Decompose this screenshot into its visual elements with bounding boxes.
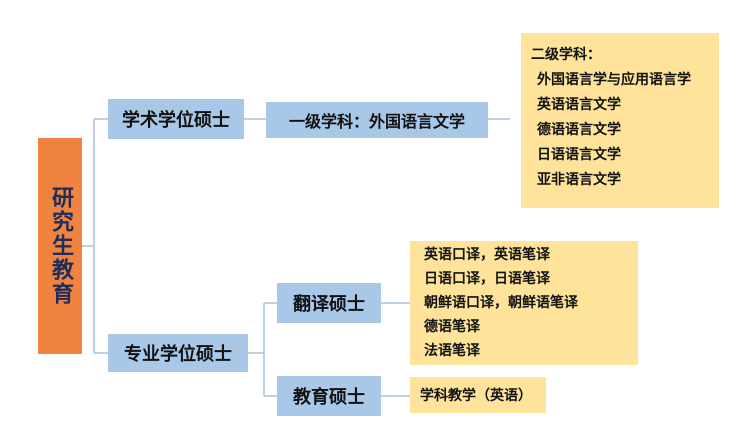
professional-degree-node: 专业学位硕士 [108, 334, 248, 372]
translation-master-node: 翻译硕士 [277, 283, 381, 323]
education-list-box: 学科教学（英语） [410, 377, 546, 413]
translation-item: 英语口译，英语笔译 [424, 247, 550, 263]
level1-discipline-node: 一级学科：外国语言文学 [266, 102, 488, 138]
education-master-label: 教育硕士 [293, 387, 365, 408]
academic-degree-node: 学术学位硕士 [108, 99, 244, 139]
education-item: 学科教学（英语） [420, 388, 532, 404]
translation-master-label: 翻译硕士 [293, 294, 365, 315]
level2-discipline-box: 二级学科： 外国语言学与应用语言学 英语语言文学 德语语言文学 日语语言文学 亚… [521, 33, 719, 208]
academic-degree-label: 学术学位硕士 [122, 110, 230, 131]
level2-heading: 二级学科： [531, 47, 601, 63]
level2-item: 德语语言文学 [537, 122, 621, 138]
level2-item: 外国语言学与应用语言学 [537, 72, 691, 88]
education-master-node: 教育硕士 [277, 376, 381, 416]
translation-list-box: 英语口译，英语笔译 日语口译，日语笔译 朝鲜语口译，朝鲜语笔译 德语笔译 法语笔… [410, 241, 638, 365]
translation-item: 法语笔译 [424, 343, 480, 359]
professional-degree-label: 专业学位硕士 [124, 344, 232, 365]
translation-item: 朝鲜语口译，朝鲜语笔译 [424, 295, 578, 311]
root-label: 研究生教育 [48, 186, 73, 306]
level2-item: 英语语言文学 [537, 97, 621, 113]
level1-discipline-label: 一级学科：外国语言文学 [288, 112, 465, 131]
translation-item: 德语笔译 [424, 319, 480, 335]
root-node: 研究生教育 [38, 138, 82, 354]
level2-item: 亚非语言文学 [537, 172, 621, 188]
level2-item: 日语语言文学 [537, 147, 621, 163]
translation-item: 日语口译，日语笔译 [424, 271, 550, 287]
